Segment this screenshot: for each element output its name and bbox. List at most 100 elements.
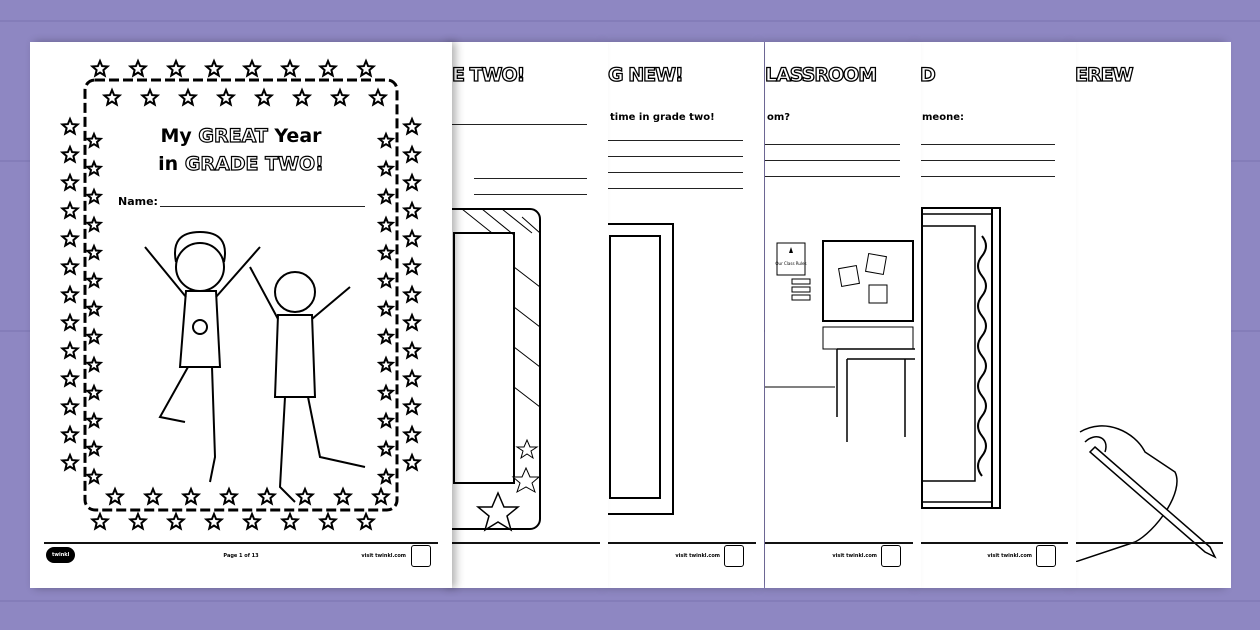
star-icon [401,340,423,360]
star-icon [59,144,81,164]
star-icon [367,87,389,107]
star-icon [84,439,104,457]
writing-line [920,144,1055,145]
star-icon [376,411,396,429]
star-icon [59,256,81,276]
writing-line [608,188,743,189]
star-icon [59,424,81,444]
star-icon [401,368,423,388]
star-icon [84,159,104,177]
star-icon [59,396,81,416]
star-icon [180,486,202,506]
footer-rule [44,542,438,544]
footer-rule [452,542,600,544]
star-icon [59,368,81,388]
page-prompt: meone: [922,112,964,123]
star-icon [84,467,104,485]
wood-plank-line [0,20,1260,22]
star-icon [215,87,237,107]
twinkl-logo [724,545,744,567]
star-icon [376,327,396,345]
star-icon [376,243,396,261]
star-icon [376,271,396,289]
writing-line [765,144,900,145]
star-icon [59,172,81,192]
star-icon [355,58,377,78]
star-icon [59,116,81,136]
star-icon [84,131,104,149]
page-header: EREW [1075,63,1134,86]
twinkl-logo [1036,545,1056,567]
star-icon [84,271,104,289]
writing-line [474,178,587,179]
footer-rule [1075,542,1223,544]
star-icon [401,284,423,304]
page-header: LASSROOM [765,63,878,86]
footer-website: visit twinkl.com [987,553,1032,559]
star-icon [401,116,423,136]
star-icon [376,187,396,205]
star-icon [376,299,396,317]
star-icon [376,383,396,401]
star-icon [317,58,339,78]
star-icon [84,411,104,429]
star-icon [89,58,111,78]
star-icon [84,327,104,345]
star-icon [355,511,377,531]
page-number: Page 1 of 13 [223,553,259,559]
star-icon [84,383,104,401]
star-icon [279,511,301,531]
writing-line [608,156,743,157]
footer-rule [765,542,913,544]
star-icon [218,486,240,506]
worksheet-page-6: EREW [1075,42,1231,588]
title-text: Year [274,125,322,147]
worksheet-page-3: G NEW! time in grade two! visit twinkl.c… [608,42,764,588]
star-icon [256,486,278,506]
name-field[interactable] [160,206,365,207]
worksheet-page-2: E TWO! [452,42,608,588]
star-icon [401,228,423,248]
star-icon [376,159,396,177]
footer-website: visit twinkl.com [832,553,877,559]
footer-rule [608,542,756,544]
star-icon [401,452,423,472]
star-icon [165,58,187,78]
decorative-frame [920,207,1001,509]
star-icon [317,511,339,531]
worksheet-cover-page: My GREAT Year in GRADE TWO! Name: twinkl… [30,42,452,588]
star-icon [59,312,81,332]
star-icon [401,200,423,220]
star-icon [177,87,199,107]
worksheet-page-5: D meone: visit twinkl.com [920,42,1076,588]
page-header: D [920,63,936,86]
star-icon [142,486,164,506]
star-icon [104,486,126,506]
star-icon [127,58,149,78]
star-icon [401,424,423,444]
writing-line [765,160,900,161]
star-icon [139,87,161,107]
star-icon [59,284,81,304]
title-highlight: GRADE TWO! [184,152,324,175]
name-label: Name: [118,195,158,208]
star-icon [84,187,104,205]
star-icon [401,396,423,416]
wavy-star-border [59,58,423,531]
star-icon [329,87,351,107]
wood-plank-line [0,600,1260,602]
striped-star-frame [452,208,541,532]
star-icon [376,355,396,373]
star-icon [376,439,396,457]
star-icon [89,511,111,531]
title-text: in [158,153,179,175]
footer-website: visit twinkl.com [675,553,720,559]
star-icon [291,87,313,107]
writing-line [920,176,1055,177]
writing-line [765,176,900,177]
hand-with-pencil-illustration [1075,425,1217,562]
page-header: G NEW! [608,63,684,86]
star-icon [59,200,81,220]
jumping-children-illustration [144,230,366,503]
class-rules-sign: Our Class Rules [775,261,806,266]
